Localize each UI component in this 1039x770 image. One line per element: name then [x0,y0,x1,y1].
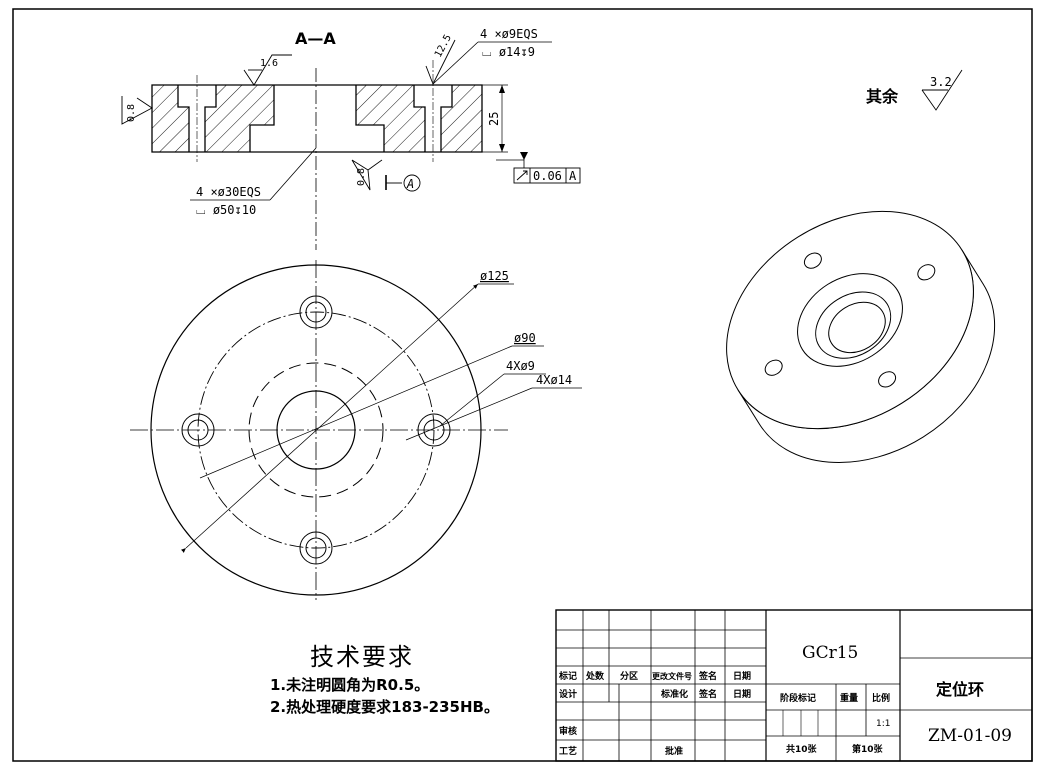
tb-weight-label: 重量 [840,692,858,704]
tb-drawing-no: ZM-01-09 [928,726,1012,746]
tb-stage-label: 阶段标记 [780,692,816,704]
section-title: A—A [295,29,336,48]
isometric-view [726,210,996,464]
tech-requirement-1: 1.未注明圆角为R0.5。 [270,676,429,694]
tech-requirement-2: 2.热处理硬度要求183-235HB。 [270,698,499,716]
dim-outer-diameter-text: ø125 [480,269,509,283]
hole-callout-small: 4 ×ø9EQS ⌴ ø14↧9 [432,27,552,85]
roughness-value-top: 1.6 [260,58,278,69]
tb-design-label: 设计 [559,688,577,700]
roughness-symbol-left: 0.8 [121,96,153,125]
dim-outer-diameter: ø125 [180,269,514,553]
hole-callout-large-cbore: ⌴ ø50↧10 [196,203,256,217]
tb-sheets-total: 共10张 [786,743,818,755]
tb-date-label: 日期 [733,688,751,700]
outer-circle [150,264,482,596]
roughness-value-left: 0.8 [126,104,137,122]
tech-requirements-title: 技术要求 [310,643,414,671]
section-body [151,60,483,250]
hole-callout-small-text: 4 ×ø9EQS [480,27,538,41]
roughness-value-bottom: 0.8 [356,168,367,186]
tb-material: GCr15 [802,643,858,663]
tb-scale-value: 1:1 [876,719,890,729]
tolerance-value: 0.06 [533,169,562,183]
dim-pcd-diameter: ø90 [199,331,544,479]
title-block [555,609,1033,762]
tb-header-mark: 标记 [558,670,577,682]
roughness-other-label: 其余 [866,87,899,106]
tb-approve-label: 批准 [665,745,683,757]
tb-header-count: 处数 [585,670,605,682]
tb-standard-label: 标准化 [660,688,688,700]
tb-process-label: 工艺 [559,745,577,757]
dim-holes-through: 4Xø9 [439,359,546,427]
plan-view: ø125 ø90 4Xø9 4Xø14 [130,260,582,600]
hole-callout-large-text: 4 ×ø30EQS [196,185,261,199]
tb-sign-label: 签名 [698,688,717,700]
roughness-symbol-hole: 12.5 [425,33,456,86]
dim-holes-through-text: 4Xø9 [506,359,535,373]
thickness-value: 25 [487,112,501,126]
tech-requirements: 技术要求 1.未注明圆角为R0.5。 2.热处理硬度要求183-235HB。 [270,643,499,716]
roughness-symbol-bottom: 0.8 [351,159,383,191]
tb-sheet-no: 第10张 [852,743,884,755]
thickness-dimension: 25 [482,84,508,153]
tolerance-frame: 0.06 A [496,152,581,184]
tb-part-name: 定位环 [935,680,984,699]
roughness-symbol-top: 1.6 [243,54,292,86]
roughness-other: 其余 3.2 [866,69,963,111]
dim-holes-cbore-text: 4Xø14 [536,373,572,387]
tb-header-change-doc: 更改文件号 [652,671,692,681]
tb-header-sign: 签名 [698,670,717,682]
tb-scale-label: 比例 [872,692,890,704]
dim-pcd-diameter-text: ø90 [514,331,536,345]
roughness-other-value: 3.2 [930,75,952,89]
section-view: A—A 1.6 [121,27,581,250]
tb-header-zone: 分区 [620,670,638,682]
border-frame [12,8,1033,762]
tolerance-datum: A [569,169,577,183]
roughness-value-hole: 12.5 [433,33,454,59]
tb-header-date: 日期 [733,670,751,682]
datum-marker: A [385,174,421,192]
hole-callout-large: 4 ×ø30EQS ⌴ ø50↧10 [190,147,317,217]
dim-holes-cbore: 4Xø14 [405,373,582,441]
tb-review-label: 审核 [559,725,577,737]
datum-letter: A [406,177,414,191]
hole-callout-small-cbore: ⌴ ø14↧9 [482,45,535,59]
title-block-text: 标记 处数 分区 更改文件号 签名 日期 设计 标准化 签名 日期 审核 工艺 … [558,643,1012,757]
